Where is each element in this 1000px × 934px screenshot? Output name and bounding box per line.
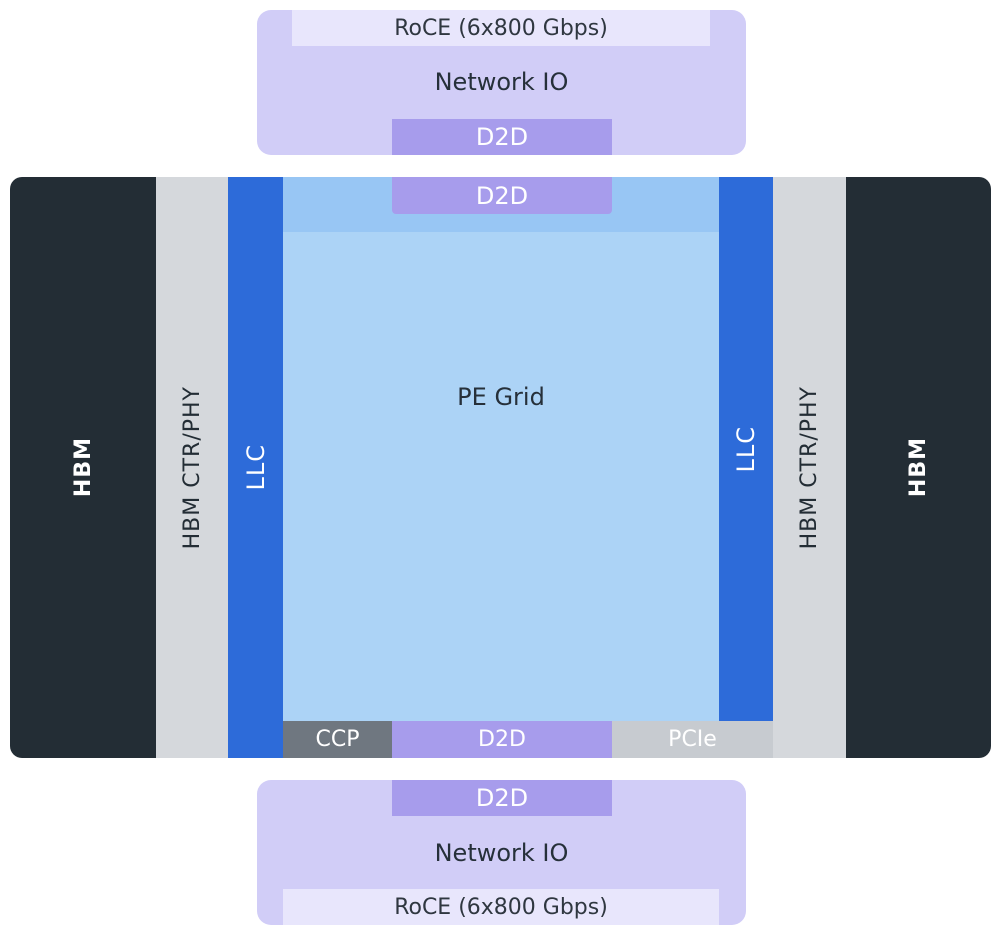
- top-network-d2d: D2D: [392, 119, 612, 155]
- bottom-network-d2d: D2D: [392, 780, 612, 816]
- ccp-block: CCP: [283, 721, 392, 758]
- main-die: HBM HBM CTR/PHY LLC PE Grid D2D LLC HBM …: [10, 177, 991, 758]
- bottom-network-io-block: D2D Network IO RoCE (6x800 Gbps): [257, 780, 746, 925]
- pcie-block: PCIe: [612, 721, 773, 758]
- right-llc: LLC: [719, 177, 773, 721]
- bottom-network-io-title: Network IO: [434, 839, 569, 867]
- die-top-d2d: D2D: [392, 177, 612, 214]
- die-bottom-d2d: D2D: [392, 721, 612, 758]
- left-llc: LLC: [228, 177, 283, 758]
- pe-grid-label: PE Grid: [457, 382, 545, 411]
- left-llc-label: LLC: [241, 444, 270, 491]
- left-hbm-ctr-phy: HBM CTR/PHY: [156, 177, 228, 758]
- left-hbm: HBM: [10, 177, 156, 758]
- right-hbm: HBM: [846, 177, 991, 758]
- left-phy-label: HBM CTR/PHY: [179, 385, 205, 550]
- left-hbm-label: HBM: [70, 437, 96, 498]
- bottom-roce-label: RoCE (6x800 Gbps): [283, 889, 719, 925]
- right-llc-label: LLC: [732, 425, 760, 473]
- pe-grid: PE Grid: [283, 232, 719, 721]
- right-hbm-ctr-phy: HBM CTR/PHY: [773, 177, 846, 758]
- top-roce-label: RoCE (6x800 Gbps): [292, 10, 710, 46]
- top-network-io-title: Network IO: [434, 68, 569, 96]
- right-phy-label: HBM CTR/PHY: [797, 385, 822, 550]
- top-network-io-block: RoCE (6x800 Gbps) Network IO D2D: [257, 10, 746, 155]
- right-hbm-label: HBM: [906, 437, 931, 498]
